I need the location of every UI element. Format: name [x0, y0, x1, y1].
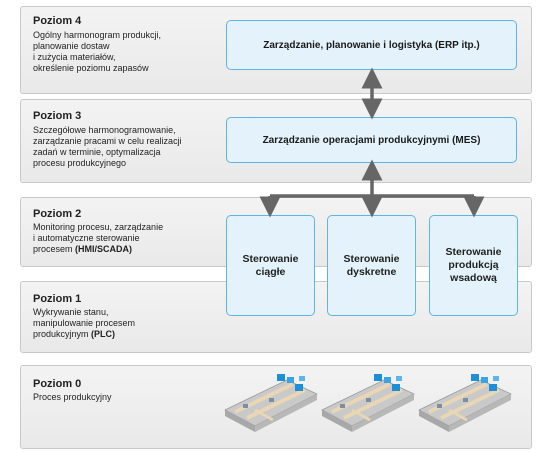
level-2-description-text: Monitoring procesu, zarządzanie i automa… — [33, 222, 164, 254]
level-2-description-bold: (HMI/SCADA) — [75, 244, 133, 254]
level-1-description-bold: (PLC) — [91, 329, 116, 339]
level-4-title: Poziom 4 — [33, 15, 82, 27]
level-4-description: Ogólny harmonogram produkcji, planowanie… — [33, 30, 162, 73]
level-2-description: Monitoring procesu, zarządzanie i automa… — [33, 222, 228, 255]
erp-box: Zarządzanie, planowanie i logistyka (ERP… — [226, 20, 517, 70]
level-1-title: Poziom 1 — [33, 293, 82, 305]
production-line-icon — [224, 374, 318, 432]
production-line-icon — [320, 372, 416, 434]
production-line-icon — [417, 372, 513, 434]
level-0-description: Proces produkcyjny — [33, 392, 112, 402]
level-1-description-text: Wykrywanie stanu, manipulowanie procesem… — [33, 307, 136, 339]
batch-control-box: Sterowanie produkcją wsadową — [429, 215, 518, 316]
level-3-description: Szczegółowe harmonogramowanie, zarządzan… — [33, 125, 182, 168]
continuous-control-box: Sterowanie ciągłe — [226, 215, 315, 316]
discrete-control-box: Sterowanie dyskretne — [327, 215, 416, 316]
level-3-title: Poziom 3 — [33, 110, 82, 122]
level-0-title: Poziom 0 — [33, 378, 82, 390]
mes-box: Zarządzanie operacjami produkcyjnymi (ME… — [226, 117, 517, 163]
level-2-title: Poziom 2 — [33, 208, 82, 220]
level-1-description: Wykrywanie stanu, manipulowanie procesem… — [33, 307, 228, 340]
